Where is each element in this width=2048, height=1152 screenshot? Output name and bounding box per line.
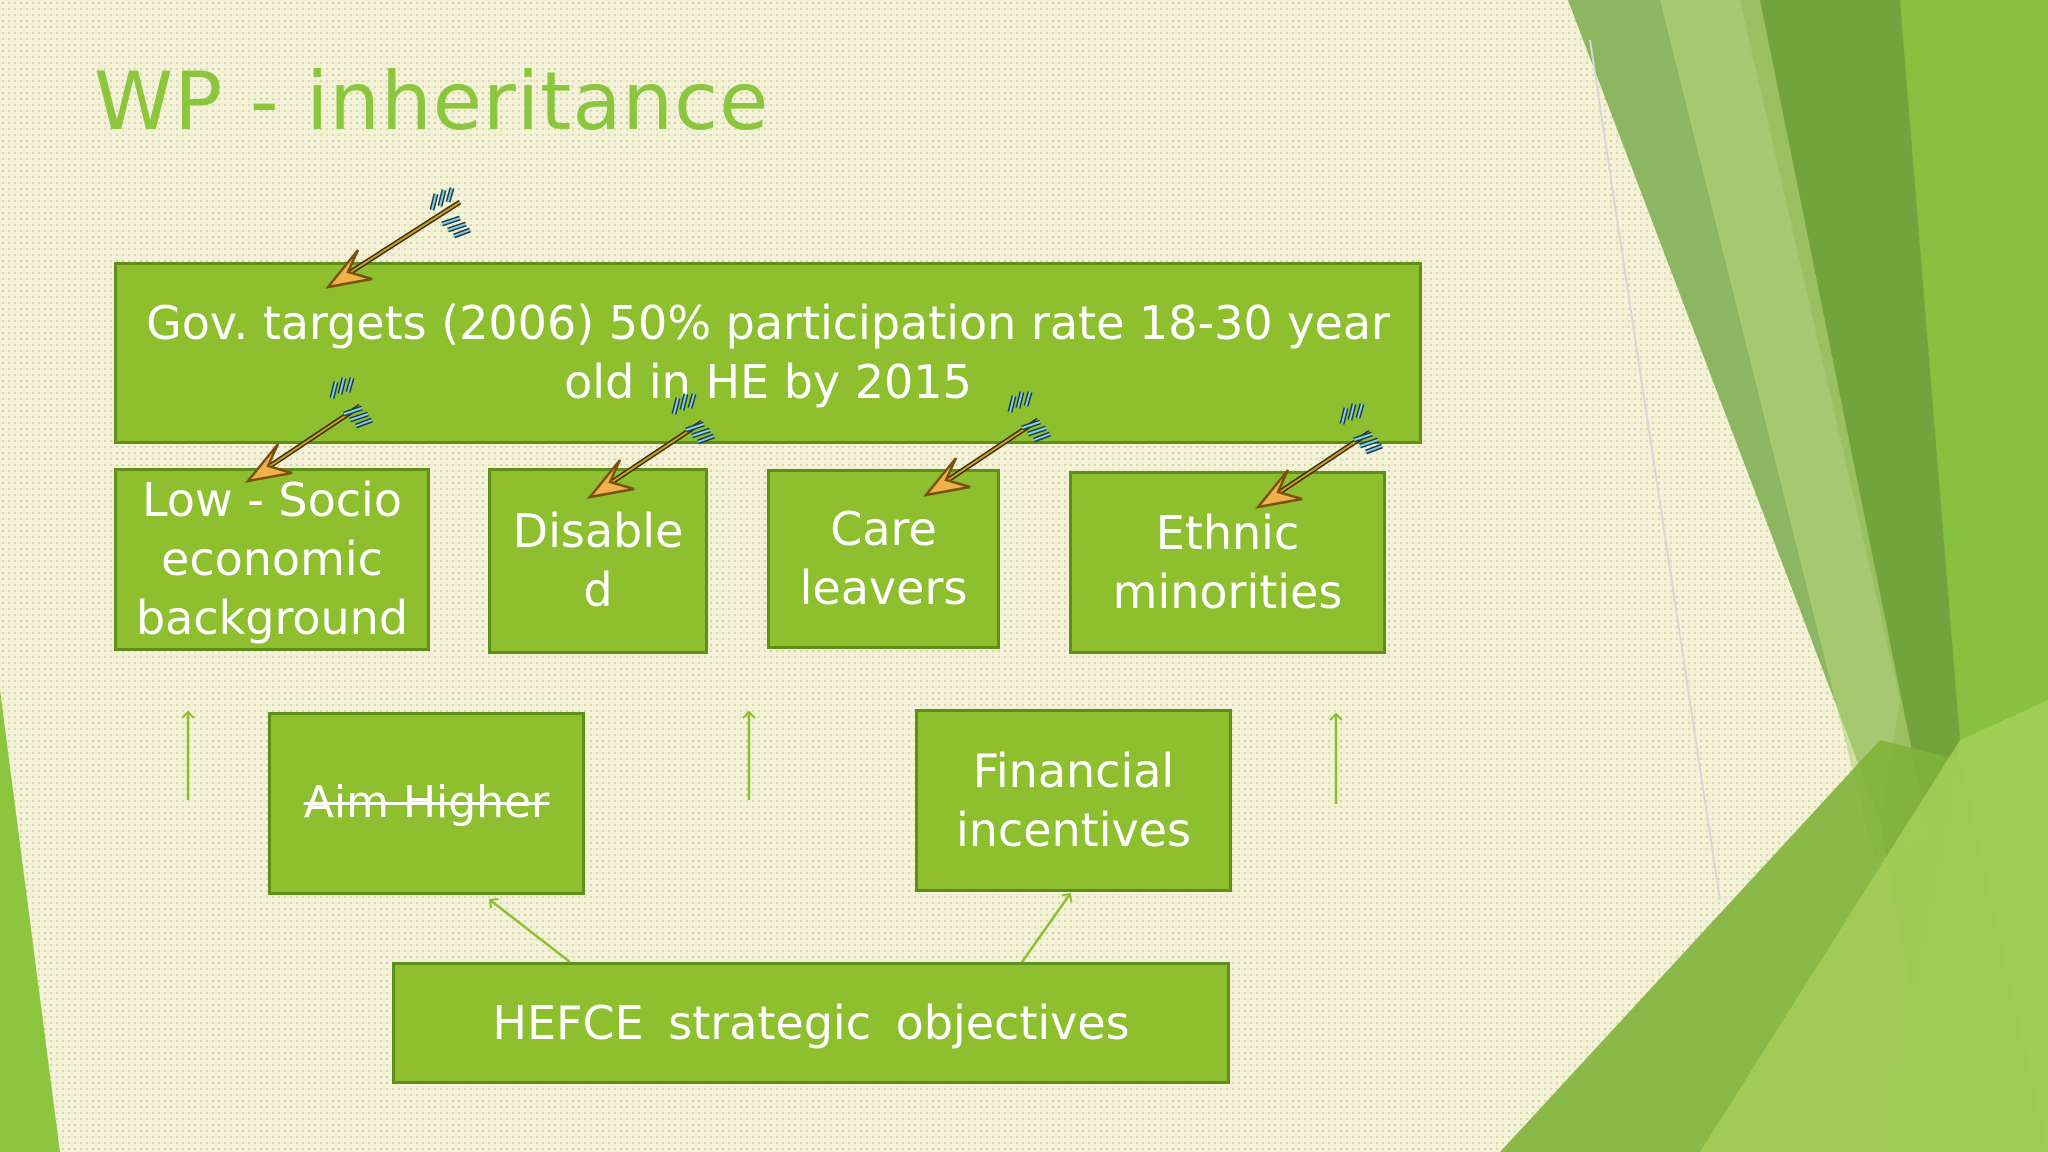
group-label-ethnic-minorities: Ethnic minorities — [1112, 505, 1343, 619]
group-label-care-leavers: Care leavers — [799, 502, 968, 615]
hefce-objectives-label: HEFCE strategic objectives — [492, 995, 1130, 1050]
financial-incentives-label: Financial incentives — [956, 743, 1191, 857]
hefce-objectives-box: HEFCE strategic objectives — [392, 962, 1230, 1084]
group-box-disabled: Disable d — [488, 468, 708, 654]
gov-targets-box: Gov. targets (2006) 50% participation ra… — [114, 262, 1422, 444]
group-label-low-socio: Low - Socio economic background — [135, 473, 409, 645]
bg-shape-left — [0, 690, 60, 1152]
bg-shape-bottom-light — [1700, 700, 2048, 1152]
bg-shape-light — [1660, 0, 1930, 860]
bg-line — [1589, 39, 1721, 901]
group-box-low-socio: Low - Socio economic background — [114, 468, 430, 651]
gov-targets-text: Gov. targets (2006) 50% participation ra… — [146, 296, 1390, 409]
slide-title: WP - inheritance — [94, 55, 770, 148]
financial-incentives-box: Financial incentives — [915, 709, 1232, 892]
group-box-care-leavers: Care leavers — [767, 469, 1000, 649]
group-label-disabled: Disable d — [512, 504, 684, 617]
aim-higher-label: Aim Higher — [303, 777, 550, 829]
group-box-ethnic-minorities: Ethnic minorities — [1069, 471, 1386, 654]
aim-higher-box: Aim Higher — [268, 712, 585, 895]
